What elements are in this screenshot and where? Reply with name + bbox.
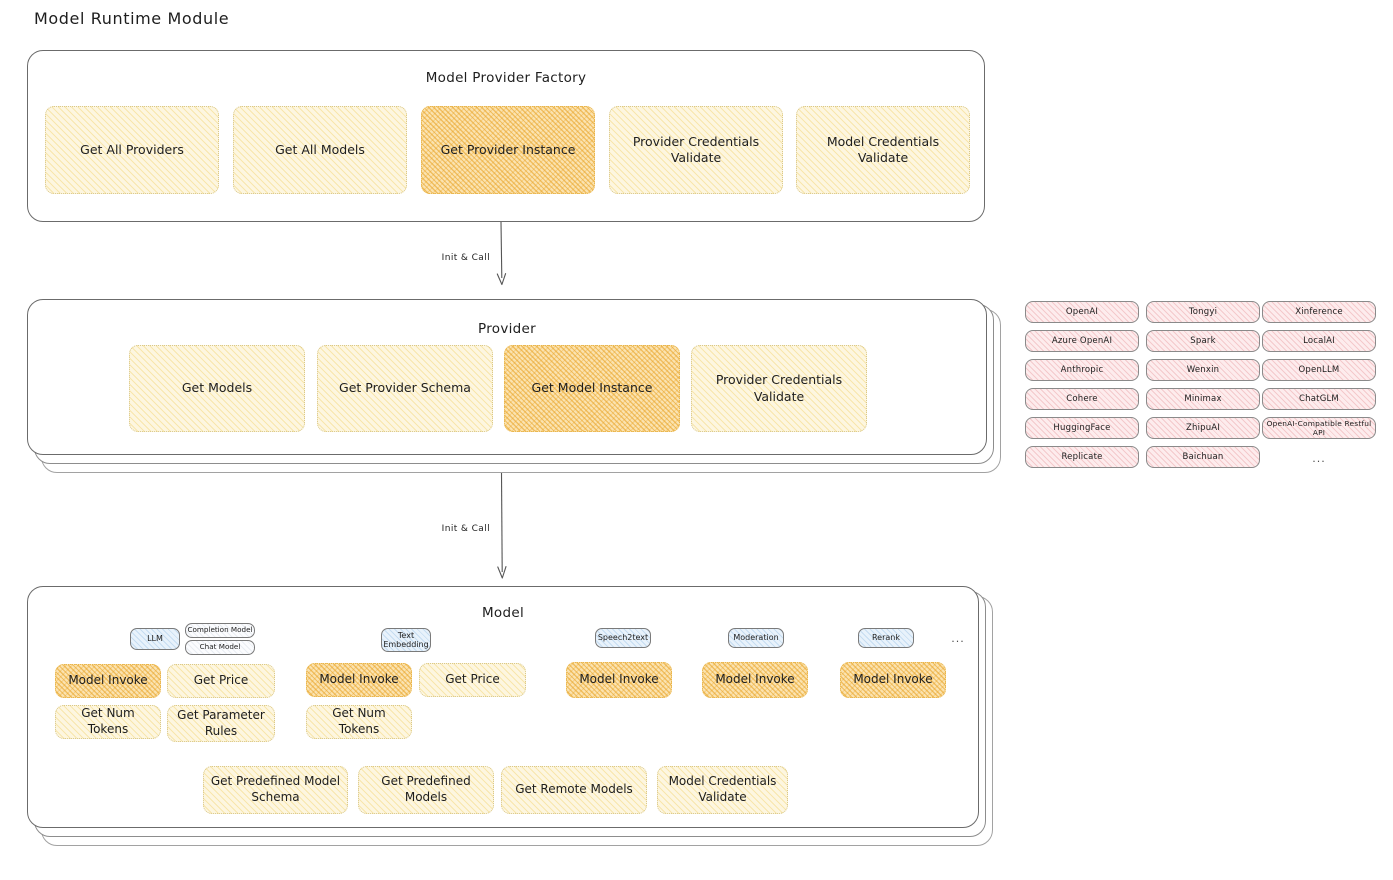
provider-box-get-model-instance[interactable]: Get Model Instance bbox=[504, 345, 680, 432]
provider-pill-tongyi[interactable]: Tongyi bbox=[1146, 301, 1260, 323]
llm-op-get-num-tokens[interactable]: Get Num Tokens bbox=[55, 705, 161, 739]
provider-pill-chatglm[interactable]: ChatGLM bbox=[1262, 388, 1376, 410]
arrow-label-init-and-call-1: Init & Call bbox=[441, 253, 490, 263]
rerank-op-model-invoke[interactable]: Model Invoke bbox=[840, 662, 946, 698]
provider-pill-zhipuai[interactable]: ZhipuAI bbox=[1146, 417, 1260, 439]
model-types-more: ... bbox=[951, 632, 965, 645]
provider-pill-cohere[interactable]: Cohere bbox=[1025, 388, 1139, 410]
model-type-chip-llm[interactable]: LLM bbox=[130, 628, 180, 650]
llm-op-model-invoke[interactable]: Model Invoke bbox=[55, 664, 161, 698]
provider-box-get-provider-schema[interactable]: Get Provider Schema bbox=[317, 345, 493, 432]
arrow-factory-to-provider bbox=[496, 222, 507, 286]
model-type-sublabel-chat-model[interactable]: Chat Model bbox=[185, 640, 255, 655]
provider-pill-replicate[interactable]: Replicate bbox=[1025, 446, 1139, 468]
page-title: Model Runtime Module bbox=[34, 9, 230, 28]
llm-op-get-parameter-rules[interactable]: Get Parameter Rules bbox=[167, 705, 275, 742]
model-type-sublabel-completion-model[interactable]: Completion Model bbox=[185, 623, 255, 638]
provider-pill-anthropic[interactable]: Anthropic bbox=[1025, 359, 1139, 381]
provider-pill-openai-compatible-restful-api[interactable]: OpenAI-Compatible Restful API bbox=[1262, 417, 1376, 439]
arrow-label-init-and-call-2: Init & Call bbox=[441, 524, 490, 534]
factory-box-provider-credentials-validate[interactable]: Provider Credentials Validate bbox=[609, 106, 783, 194]
model-type-chip-rerank[interactable]: Rerank bbox=[858, 628, 914, 648]
provider-pill-wenxin[interactable]: Wenxin bbox=[1146, 359, 1260, 381]
factory-box-model-credentials-validate[interactable]: Model Credentials Validate bbox=[796, 106, 970, 194]
model-shared-op-get-predefined-model-schema[interactable]: Get Predefined Model Schema bbox=[203, 766, 348, 814]
arrow-provider-to-model bbox=[497, 473, 507, 579]
provider-pill-openllm[interactable]: OpenLLM bbox=[1262, 359, 1376, 381]
provider-box-get-models[interactable]: Get Models bbox=[129, 345, 305, 432]
provider-list-more: ... bbox=[1312, 452, 1326, 465]
model-provider-factory-title: Model Provider Factory bbox=[425, 70, 587, 86]
model-shared-op-model-credentials-validate[interactable]: Model Credentials Validate bbox=[657, 766, 788, 814]
moderation-op-model-invoke[interactable]: Model Invoke bbox=[702, 662, 808, 698]
factory-box-get-all-providers[interactable]: Get All Providers bbox=[45, 106, 219, 194]
model-shared-op-get-predefined-models[interactable]: Get Predefined Models bbox=[358, 766, 494, 814]
provider-pill-localai[interactable]: LocalAI bbox=[1262, 330, 1376, 352]
provider-pill-azure-openai[interactable]: Azure OpenAI bbox=[1025, 330, 1139, 352]
model-type-chip-text-embedding[interactable]: Text Embedding bbox=[381, 628, 431, 652]
provider-pill-minimax[interactable]: Minimax bbox=[1146, 388, 1260, 410]
text-embedding-op-get-price[interactable]: Get Price bbox=[419, 663, 526, 697]
provider-pill-spark[interactable]: Spark bbox=[1146, 330, 1260, 352]
model-shared-op-get-remote-models[interactable]: Get Remote Models bbox=[501, 766, 647, 814]
provider-pill-openai[interactable]: OpenAI bbox=[1025, 301, 1139, 323]
factory-box-get-provider-instance[interactable]: Get Provider Instance bbox=[421, 106, 595, 194]
provider-title: Provider bbox=[478, 321, 536, 337]
model-type-chip-moderation[interactable]: Moderation bbox=[728, 628, 784, 648]
model-type-chip-speech2text[interactable]: Speech2text bbox=[595, 628, 651, 648]
provider-pill-xinference[interactable]: Xinference bbox=[1262, 301, 1376, 323]
provider-pill-baichuan[interactable]: Baichuan bbox=[1146, 446, 1260, 468]
text-embedding-op-get-num-tokens[interactable]: Get Num Tokens bbox=[306, 705, 412, 739]
llm-op-get-price[interactable]: Get Price bbox=[167, 664, 275, 698]
speech2text-op-model-invoke[interactable]: Model Invoke bbox=[566, 662, 672, 698]
model-title: Model bbox=[481, 605, 525, 621]
factory-box-get-all-models[interactable]: Get All Models bbox=[233, 106, 407, 194]
text-embedding-op-model-invoke[interactable]: Model Invoke bbox=[306, 663, 412, 697]
provider-box-provider-credentials-validate[interactable]: Provider Credentials Validate bbox=[691, 345, 867, 432]
provider-pill-huggingface[interactable]: HuggingFace bbox=[1025, 417, 1139, 439]
